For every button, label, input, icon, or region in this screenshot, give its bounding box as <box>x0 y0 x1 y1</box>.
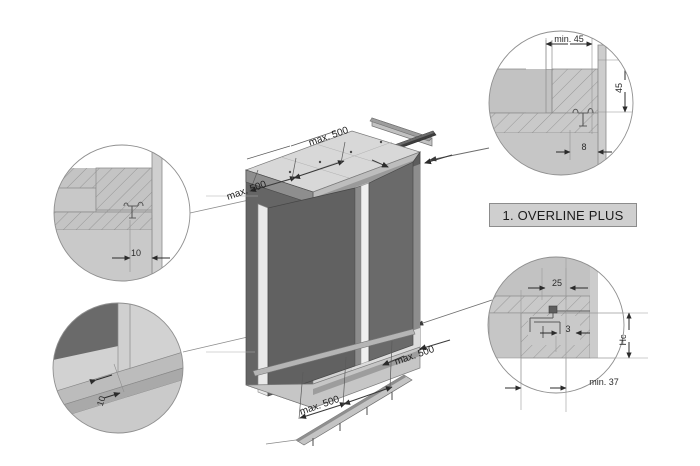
detail-top-right-dim-min45: min. 45 <box>554 34 584 44</box>
detail-top-left-circle <box>53 144 191 282</box>
section-title-box: 1. OVERLINE PLUS <box>489 203 637 227</box>
detail-top-right-circle <box>488 30 634 176</box>
sliding-door-panel-1-edge <box>354 185 362 367</box>
lower-rail-extension <box>265 439 297 445</box>
cabinet-bottom-track <box>252 328 416 377</box>
section-title-label: 1. OVERLINE PLUS <box>502 207 624 223</box>
detail-bottom-right: 25 3 Hc min. 37 <box>487 256 648 412</box>
dim-chain-bottom <box>298 340 393 420</box>
leader-lines-arrow <box>416 147 493 326</box>
detail-bottom-right-dim-25: 25 <box>552 278 562 288</box>
track-profile-glyph <box>123 201 144 219</box>
detail-top-right: min. 45 45 8 <box>488 30 634 176</box>
detail-top-left-dim-10: 10 <box>131 248 141 258</box>
cabinet-pointer-arrows <box>371 154 453 366</box>
detail-bottom-left: 10 <box>52 302 184 434</box>
detail-bottom-right-dim-3: 3 <box>565 324 570 334</box>
cabinet-bottom-shadow <box>313 350 420 395</box>
track-profile-glyph <box>572 107 594 127</box>
leader-top-right <box>429 147 490 162</box>
corner-rail-band <box>53 351 183 409</box>
detail-br-outside-refs <box>520 312 648 412</box>
door-gap-right <box>360 182 370 365</box>
detail-bottom-left-circle <box>52 302 184 434</box>
profile-roller <box>548 305 558 314</box>
detail-bottom-right-circle <box>487 256 625 394</box>
dim-chain-top <box>246 130 346 193</box>
leader-bottom-left <box>182 335 253 353</box>
detail-top-left: 10 <box>53 144 191 282</box>
detail-bottom-left-dim-10: 10 <box>95 395 108 408</box>
cabinet-reference-lines <box>206 195 258 353</box>
leader-bottom-right <box>416 299 493 326</box>
dim-10-rail-arrows <box>89 374 121 399</box>
sliding-door-panel-2 <box>368 161 414 362</box>
detail-top-right-dim-8: 8 <box>581 142 586 152</box>
detail-bottom-right-dim-min37: min. 37 <box>589 377 619 387</box>
detail-top-right-dim-45: 45 <box>614 83 624 93</box>
detail-bottom-right-dim-hc: Hc <box>618 334 628 345</box>
